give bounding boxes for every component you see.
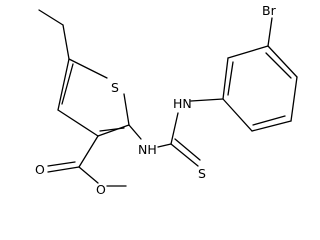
bond-ar-1: [222, 57, 229, 100]
atom-label-o-ester: O: [96, 182, 106, 197]
bonds: [38, 9, 298, 187]
bond-ethyl-ch3: [38, 9, 64, 26]
bond-ar-4: [290, 76, 298, 122]
structure-diagram: Br S HN NH S O O: [35, 3, 298, 197]
molecule-drawing: Br S HN NH S O O: [35, 3, 298, 197]
atom-label-nh-upper: HN: [173, 96, 192, 111]
bond-ar-1-inner: [227, 61, 234, 96]
bond-c2-c3-inner: [99, 127, 125, 132]
bond-cs-double-a: [170, 143, 199, 167]
bond-c5-s: [68, 58, 108, 79]
bond-nh-aryl: [190, 98, 224, 102]
bond-nh-cthio: [157, 143, 172, 148]
bond-c-o-single: [78, 166, 99, 184]
bond-ar-5: [251, 120, 292, 132]
bond-ar-br: [267, 17, 273, 47]
bond-ar-3-inner: [265, 52, 292, 79]
bond-c3-ccarbonyl: [78, 135, 99, 168]
bond-ethyl-ch2: [62, 24, 70, 60]
atom-label-s-thio: S: [198, 166, 206, 181]
bond-c4-c5-inner: [61, 63, 74, 105]
bond-c2-nh: [128, 124, 142, 140]
atom-label-nh-lower: NH: [138, 142, 157, 157]
atom-label-o-carbonyl: O: [35, 162, 45, 177]
atom-label-br: Br: [262, 3, 277, 18]
bond-s-c2: [123, 93, 130, 126]
bond-c3-c4: [57, 109, 99, 137]
bond-ar-6: [222, 98, 253, 132]
bond-c4-c5: [57, 58, 70, 111]
bond-c-o-double-b: [47, 161, 76, 167]
bond-c2-c3: [97, 124, 130, 137]
bond-ar-5-inner: [252, 115, 286, 126]
atom-labels: Br S HN NH S O O: [35, 3, 277, 197]
bond-ar-3: [267, 45, 298, 78]
atom-label-s-ring: S: [111, 80, 119, 95]
bond-cs-double-b: [174, 138, 201, 161]
bond-ar-2: [227, 45, 269, 59]
bond-cthio-nh: [170, 112, 179, 145]
bond-c-o-double-a: [47, 166, 80, 173]
